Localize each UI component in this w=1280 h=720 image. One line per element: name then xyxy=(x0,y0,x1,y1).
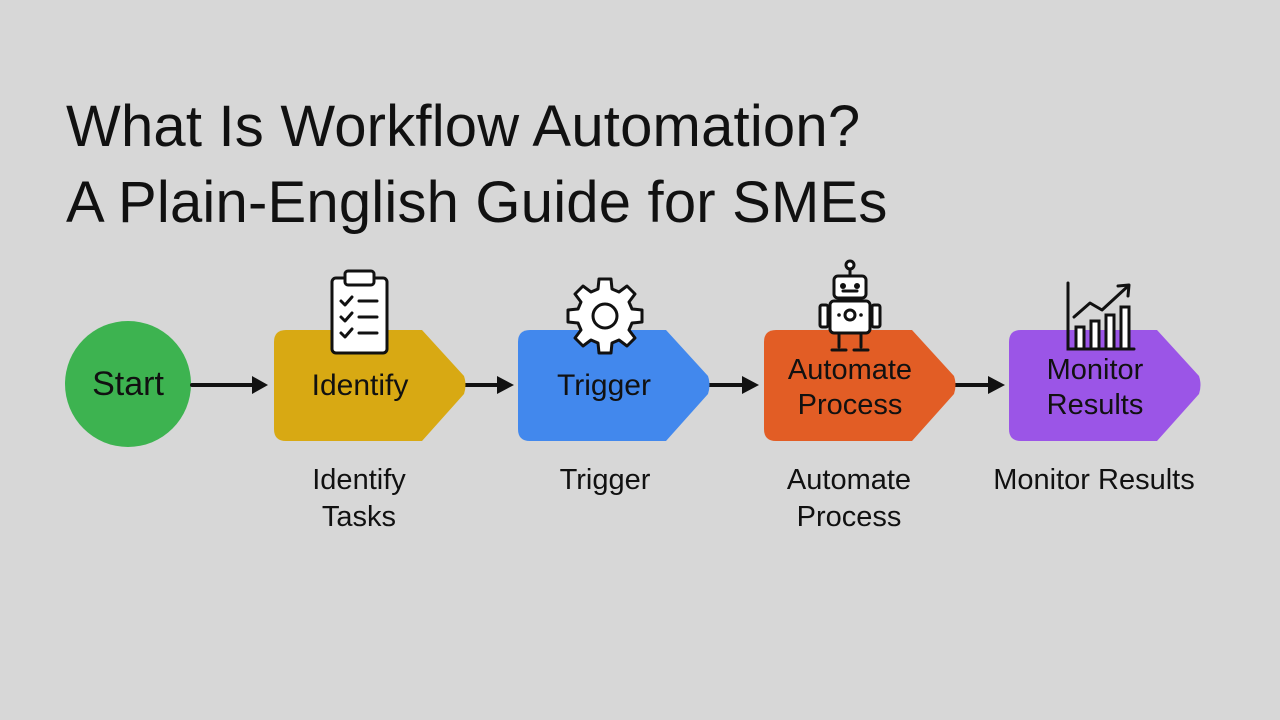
robot-icon xyxy=(818,259,882,352)
caption-identify-tasks: Identify Tasks xyxy=(229,462,489,536)
bar-chart-trend-icon xyxy=(1066,281,1136,351)
caption-automate-process: Automate Process xyxy=(719,462,979,536)
page-title-line-2: A Plain-English Guide for SMEs xyxy=(66,170,888,235)
step-monitor-results-label-line-2: Results xyxy=(1046,389,1144,421)
step-trigger-label: Trigger xyxy=(557,368,651,402)
caption-trigger: Trigger xyxy=(475,462,735,499)
step-trigger: Trigger xyxy=(518,330,710,441)
step-trigger-shape xyxy=(518,330,710,441)
step-automate-process: Automate Process xyxy=(764,330,956,441)
caption-monitor-results: Monitor Results xyxy=(964,462,1224,499)
step-automate-process-label-line-2: Process xyxy=(797,389,903,421)
page-title-line-1: What Is Workflow Automation? xyxy=(66,94,861,159)
caption-automate-process-line-2: Process xyxy=(796,500,902,533)
clipboard-icon xyxy=(330,269,389,355)
step-monitor-results-label-line-1: Monitor xyxy=(1046,353,1144,386)
start-label: Start xyxy=(92,364,164,403)
step-monitor-results: Monitor Results xyxy=(1009,330,1201,441)
step-monitor-results-shape xyxy=(1009,330,1201,441)
caption-identify-tasks-line-2: Tasks xyxy=(321,500,397,533)
arrow-automate-to-monitor xyxy=(952,376,1005,394)
caption-trigger-line-1: Trigger xyxy=(559,464,651,496)
arrow-trigger-to-automate xyxy=(706,376,759,394)
gear-icon xyxy=(566,277,644,355)
step-identify-label: Identify xyxy=(311,368,409,402)
caption-identify-tasks-line-1: Identify xyxy=(312,464,406,496)
step-automate-process-shape xyxy=(764,330,956,441)
step-identify: Identify xyxy=(274,330,466,441)
arrow-identify-to-trigger xyxy=(461,376,514,394)
start-node: Start xyxy=(65,321,191,447)
caption-automate-process-line-1: Automate xyxy=(786,464,912,496)
caption-monitor-results-line-1: Monitor Results xyxy=(993,464,1195,496)
arrow-start-to-identify xyxy=(190,376,268,394)
step-identify-shape xyxy=(274,330,466,441)
step-automate-process-label-line-1: Automate xyxy=(787,353,913,386)
